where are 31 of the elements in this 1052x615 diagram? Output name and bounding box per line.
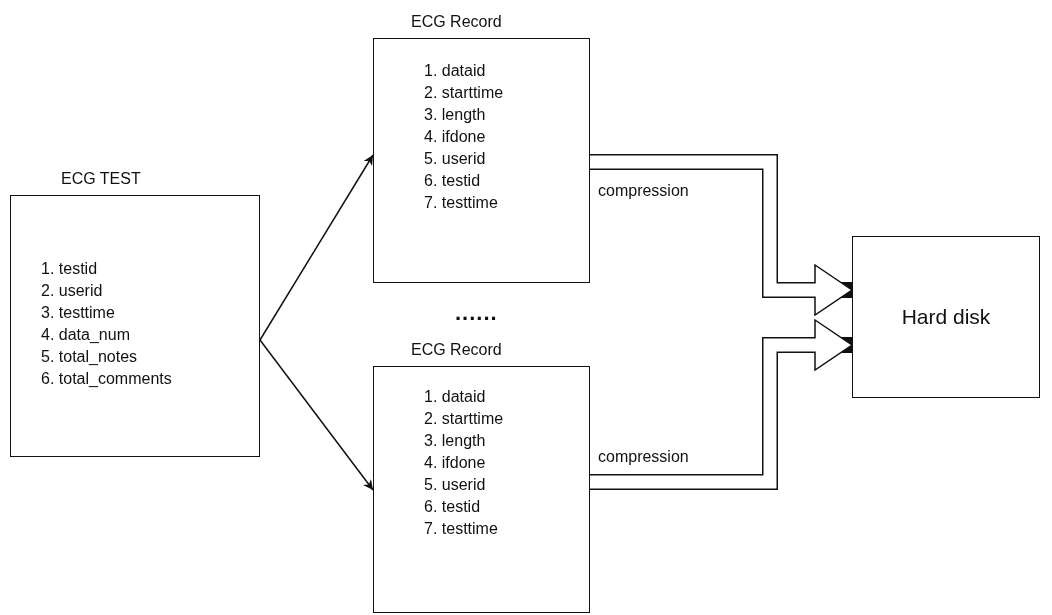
field-name: 5. total_notes [41, 347, 138, 367]
block-arrow [590, 319, 853, 490]
arrow [259, 154, 374, 341]
edge-label: compression [598, 448, 689, 466]
field-name: 1. testid [41, 259, 98, 279]
field-name: 3. testtime [41, 303, 115, 323]
field-name: 4. ifdone [424, 127, 486, 147]
block-arrow [590, 154, 853, 316]
field-name: 4. ifdone [424, 453, 486, 473]
edge-label: compression [598, 182, 689, 200]
field-name: 7. testtime [424, 519, 498, 539]
field-name: 6. testid [424, 171, 481, 191]
field-name: 3. length [424, 105, 486, 125]
arrow [259, 339, 374, 491]
field-name: 2. starttime [424, 409, 504, 429]
table-title: ECG Record [411, 13, 502, 31]
field-name: 1. dataid [424, 387, 486, 407]
field-name: 6. total_comments [41, 369, 172, 389]
field-name: 6. testid [424, 497, 481, 517]
field-name: 4. data_num [41, 325, 130, 345]
storage-box [852, 236, 1040, 398]
field-name: 5. userid [424, 149, 486, 169]
field-name: 3. length [424, 431, 486, 451]
field-name: 1. dataid [424, 61, 486, 81]
field-name: 7. testtime [424, 193, 498, 213]
table-title: ECG Record [411, 341, 502, 359]
table-title: ECG TEST [61, 170, 141, 188]
node-label: Hard disk [901, 305, 991, 329]
field-name: 5. userid [424, 475, 486, 495]
field-name: 2. starttime [424, 83, 504, 103]
field-name: 2. userid [41, 281, 103, 301]
